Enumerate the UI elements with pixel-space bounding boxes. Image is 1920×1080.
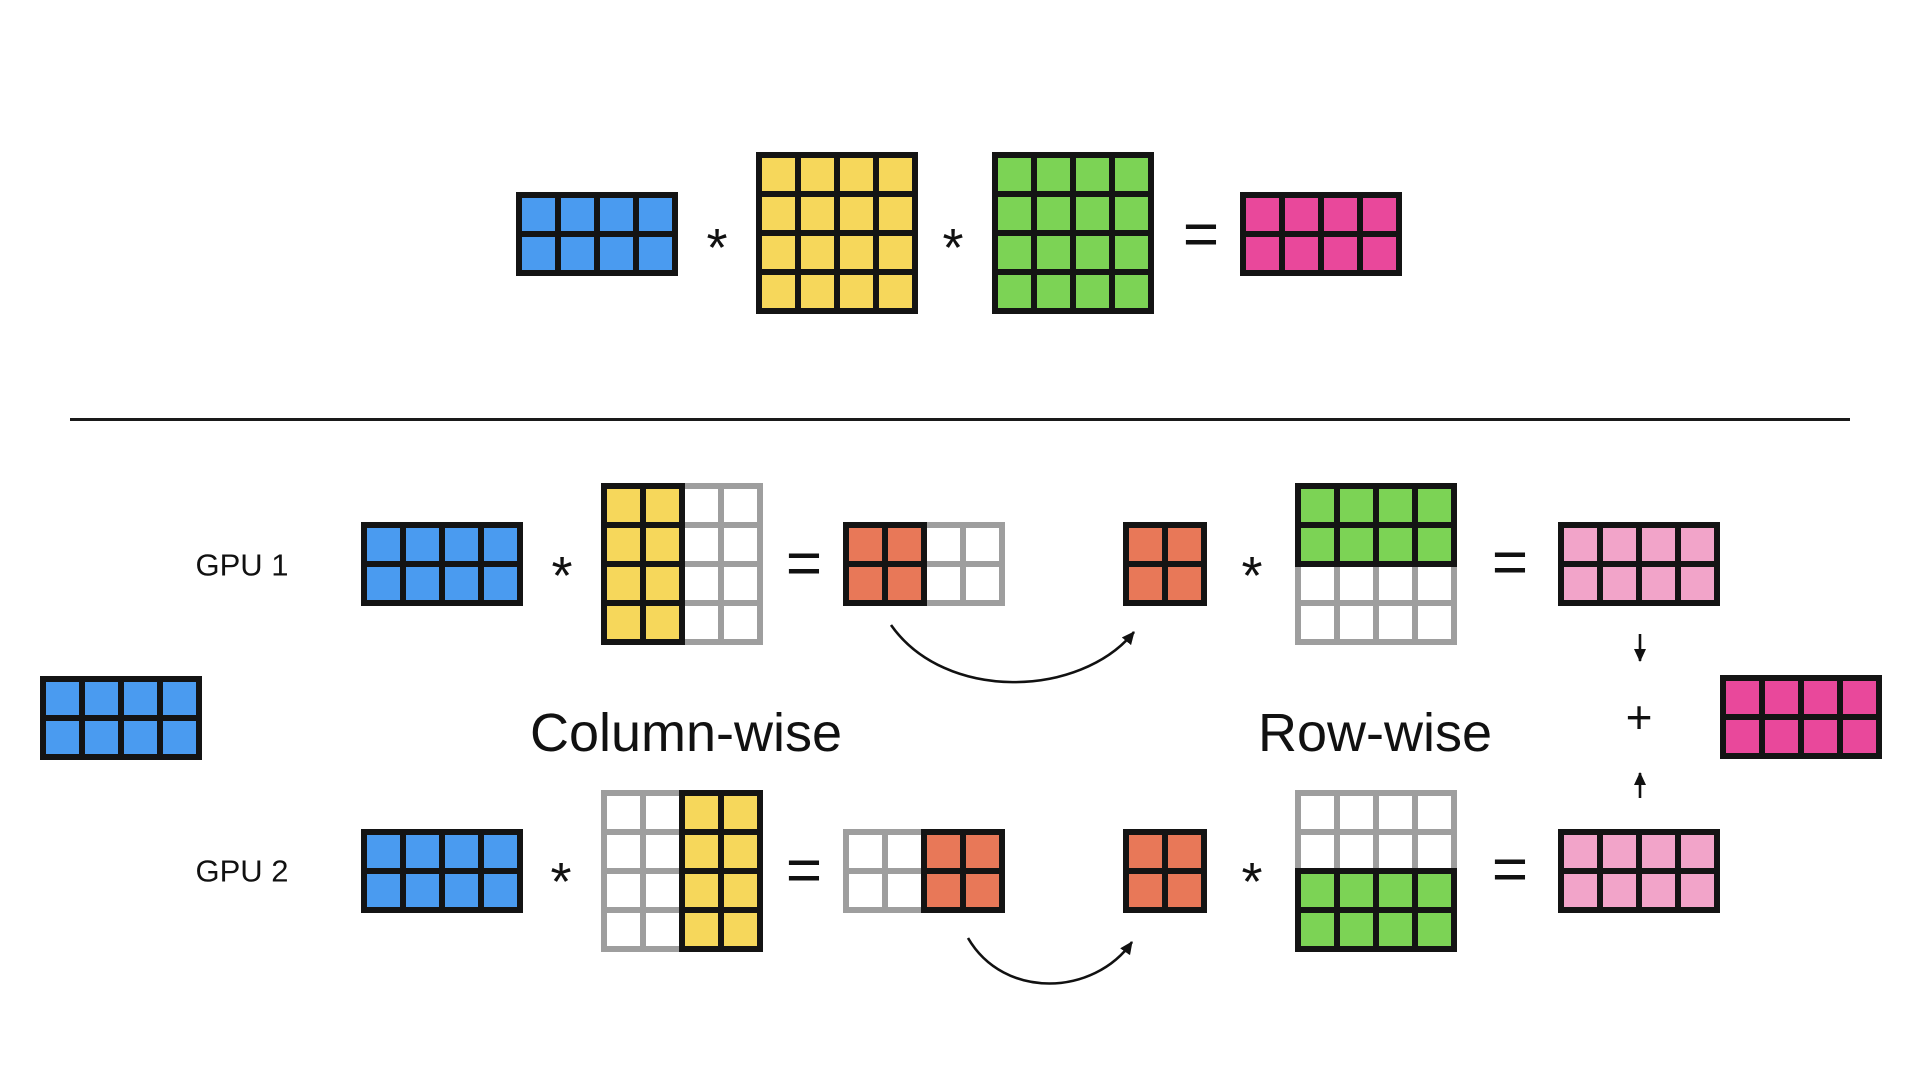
multiply-operator: * [706, 217, 728, 278]
divider-line [70, 418, 1850, 421]
matrix-gpu2-weight-columns [601, 790, 763, 952]
multiply-operator: * [551, 545, 573, 606]
equals-operator: = [1491, 528, 1529, 597]
matrix-top-weight-1 [756, 152, 918, 314]
matrix-gpu1-partial [843, 522, 1005, 606]
gpu1-gather-arrow [889, 624, 1136, 684]
matrix-gpu1-result [1558, 522, 1720, 606]
multiply-operator: * [550, 851, 572, 912]
equals-operator: = [1182, 200, 1220, 269]
matrix-gpu2-weight-rows [1295, 790, 1457, 952]
matrix-top-input [516, 192, 678, 276]
plus-operator: + [1625, 691, 1653, 743]
matrix-gpu2-input [361, 829, 523, 913]
gpu2-label: GPU 2 [195, 853, 289, 889]
matrix-gpu2-result [1558, 829, 1720, 913]
matrix-shared-input [40, 676, 202, 760]
matrix-top-result [1240, 192, 1402, 276]
multiply-operator: * [1241, 851, 1263, 912]
gpu2-gather-arrow [966, 937, 1134, 985]
matrix-top-weight-2 [992, 152, 1154, 314]
equals-operator: = [785, 529, 823, 598]
multiply-operator: * [942, 217, 964, 278]
multiply-operator: * [1241, 545, 1263, 606]
matrix-gpu2-partial-compact [1123, 829, 1207, 913]
column-wise-label: Column-wise [529, 703, 843, 763]
equals-operator: = [1491, 835, 1529, 904]
row-wise-label: Row-wise [1257, 703, 1493, 763]
matrix-gpu1-weight-columns [601, 483, 763, 645]
matrix-gpu1-input [361, 522, 523, 606]
equals-operator: = [785, 836, 823, 905]
matrix-final-result [1720, 675, 1882, 759]
matrix-gpu1-weight-rows [1295, 483, 1457, 645]
matrix-gpu2-partial [843, 829, 1005, 913]
gpu1-label: GPU 1 [195, 547, 289, 583]
matrix-gpu1-partial-compact [1123, 522, 1207, 606]
